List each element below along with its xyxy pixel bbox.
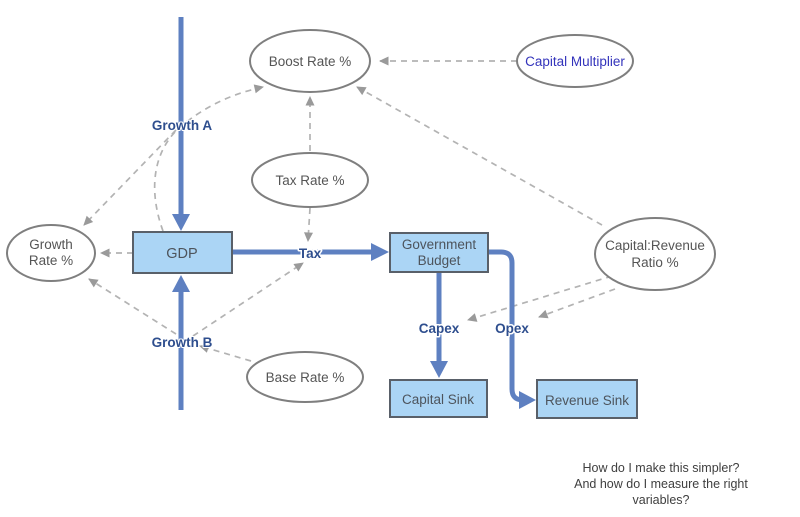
influence-links (83, 56, 616, 362)
link-gdp-to-boost-rate[interactable] (153, 84, 264, 232)
node-label: Revenue Sink (545, 393, 629, 408)
node-capital-sink[interactable]: Capital Sink (389, 379, 488, 418)
link-growth-b-to-growth-rate[interactable] (88, 278, 177, 335)
flow-growth-a[interactable] (172, 17, 190, 231)
annotation-note: How do I make this simpler? And how do I… (574, 461, 748, 507)
node-label-line2: Ratio % (631, 255, 678, 270)
node-label-line2: Budget (418, 253, 461, 268)
flow-capex[interactable] (430, 272, 448, 378)
link-growth-a-to-growth-rate[interactable] (83, 129, 177, 226)
node-label-line2: Rate % (29, 253, 73, 268)
note-line1: How do I make this simpler? (582, 461, 739, 475)
flow-label-capex[interactable]: Capex (417, 320, 461, 338)
note-line3: variables? (633, 493, 690, 507)
flow-label-growth-a[interactable]: Growth A (151, 117, 213, 134)
flow-label-opex[interactable]: Opex (494, 320, 531, 338)
note-line2: And how do I measure the right (574, 477, 748, 491)
flow-tax[interactable] (232, 243, 389, 261)
node-boost-rate[interactable]: Boost Rate % (249, 29, 371, 93)
flow-opex[interactable] (488, 249, 536, 409)
node-label: Capital Multiplier (525, 54, 625, 69)
flow-arrowhead (430, 361, 448, 378)
node-label-line1: Government (402, 237, 477, 252)
link-capital-revenue-ratio-to-capex[interactable] (467, 275, 613, 322)
node-growth-rate[interactable]: Growth Rate % (6, 224, 96, 282)
node-capital-revenue-ratio[interactable]: Capital:Revenue Ratio % (594, 217, 716, 291)
flow-arrowhead (519, 391, 536, 409)
nodes: Boost Rate % Capital Multiplier Tax Rate… (6, 29, 716, 419)
link-capital-revenue-ratio-to-opex[interactable] (538, 288, 616, 319)
flow-arrowhead (172, 214, 190, 231)
node-label: Tax Rate % (275, 173, 344, 188)
node-tax-rate[interactable]: Tax Rate % (251, 152, 369, 208)
node-label: GDP (166, 246, 197, 262)
node-capital-multiplier[interactable]: Capital Multiplier (516, 34, 634, 88)
flow-label-growth-b[interactable]: Growth B (151, 334, 214, 351)
link-capital-revenue-ratio-to-boost-rate[interactable] (356, 86, 603, 226)
node-base-rate[interactable]: Base Rate % (246, 351, 364, 403)
node-government-budget[interactable]: Government Budget (389, 232, 489, 273)
link-tax-rate-to-tax[interactable] (304, 207, 314, 242)
node-label-line1: Growth (29, 237, 73, 252)
node-label: Base Rate % (266, 370, 345, 385)
flow-labels: Growth A Growth B Tax Capex Opex (151, 117, 531, 351)
flow-arrowhead (371, 243, 389, 261)
node-label: Capital Sink (402, 392, 474, 407)
flow-label-tax[interactable]: Tax (297, 245, 323, 263)
node-gdp[interactable]: GDP (132, 231, 233, 274)
node-label-line1: Capital:Revenue (605, 238, 705, 253)
node-label: Boost Rate % (269, 54, 352, 69)
flow-growth-b[interactable] (172, 275, 190, 410)
flows (172, 17, 536, 410)
node-revenue-sink[interactable]: Revenue Sink (536, 379, 638, 419)
link-growth-b-to-tax[interactable] (192, 262, 304, 337)
link-base-rate-to-growth-b[interactable] (199, 344, 252, 362)
flow-arrowhead (172, 275, 190, 292)
